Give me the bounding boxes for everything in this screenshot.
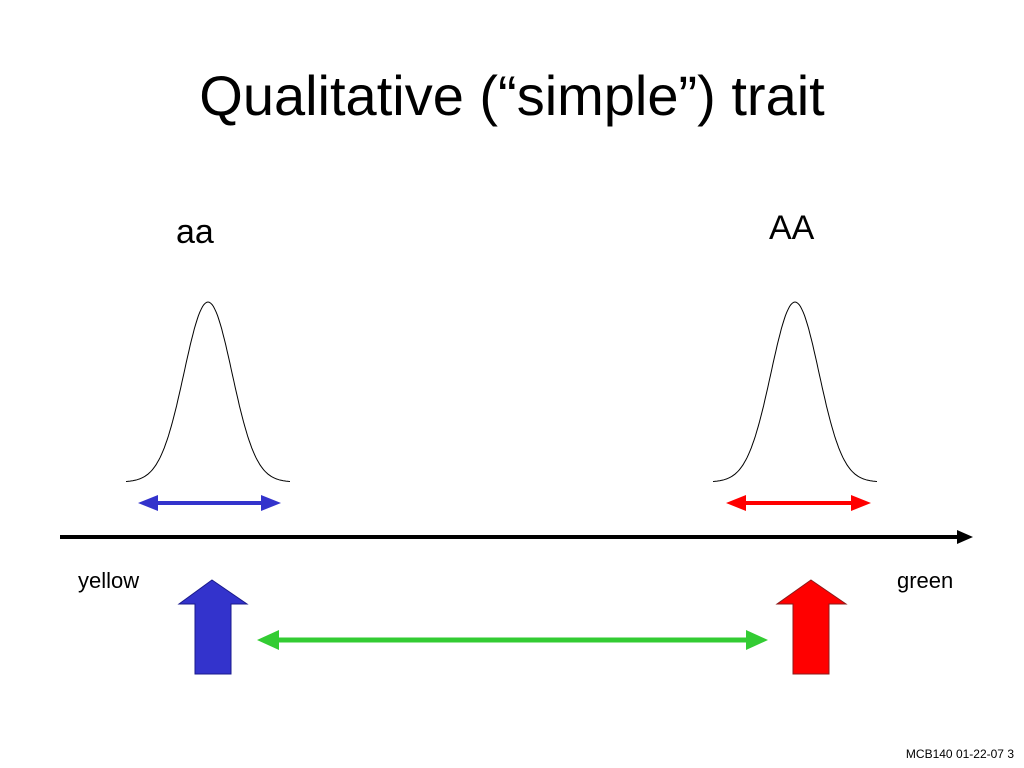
- aa-phenotype-arrow: [177, 579, 249, 675]
- slide-footer: MCB140 01-22-07 3: [905, 747, 1014, 761]
- AA-distribution-curve: [712, 301, 878, 482]
- aa-distribution-curve: [125, 301, 291, 482]
- axis-label-green: green: [897, 568, 954, 593]
- aa-variation-arrow: [138, 495, 281, 511]
- AA-variation-arrow: [726, 495, 871, 511]
- phenotype-axis: [60, 530, 973, 544]
- genotype-label-AA: AA: [769, 209, 815, 247]
- AA-phenotype-arrow: [775, 579, 848, 675]
- genotype-difference-arrow: [257, 630, 768, 650]
- slide-title: Qualitative (“simple”) trait: [199, 64, 825, 127]
- genotype-label-aa: aa: [176, 213, 214, 251]
- axis-label-yellow: yellow: [78, 568, 140, 593]
